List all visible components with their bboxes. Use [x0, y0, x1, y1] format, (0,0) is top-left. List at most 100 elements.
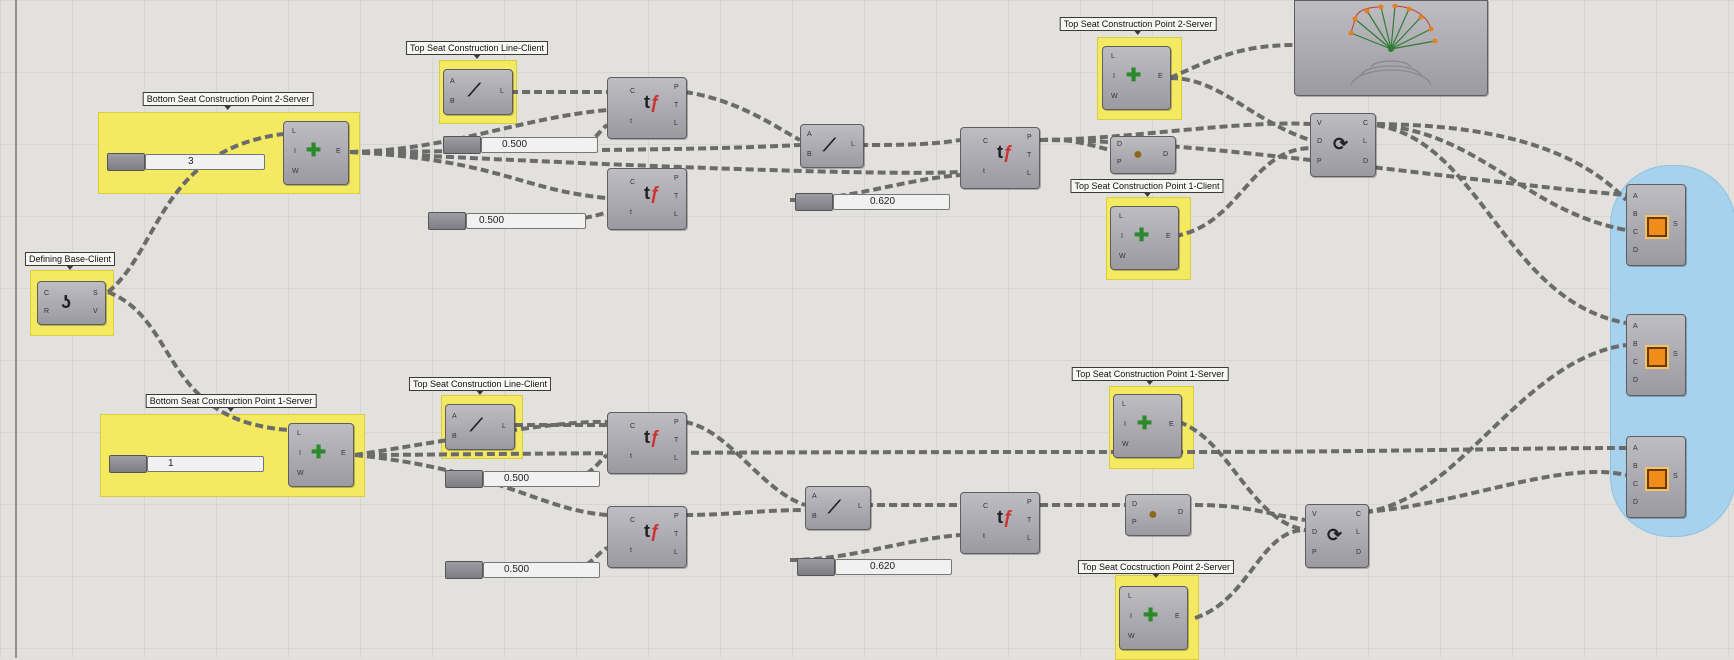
label-top-seat-p1-client: Top Seat Construction Point 1-Client [1070, 179, 1224, 197]
slider-value: 3 [188, 156, 194, 167]
pin-V: V [1317, 120, 1322, 127]
slider-t2[interactable]: 0.500 [428, 212, 586, 230]
server-component-top-p2-bottom[interactable]: L I W E ✚ [1119, 586, 1188, 650]
pin-I: I [299, 450, 301, 457]
slider-track[interactable]: 1 [147, 456, 264, 472]
slider-t6[interactable]: 0.620 [797, 558, 952, 576]
slider-handle[interactable] [795, 193, 833, 211]
eval-curve-1[interactable]: C t P T L tƒ [607, 77, 687, 139]
hemisphere-component-top[interactable]: D P D ● [1110, 136, 1176, 174]
slider-value: 0.620 [870, 196, 896, 207]
pin-E: E [1158, 73, 1163, 80]
slider-track[interactable]: 0.620 [835, 559, 952, 575]
pin-P: P [674, 175, 679, 182]
slider-handle[interactable] [443, 136, 481, 154]
sender-icon: ✚ [311, 442, 327, 462]
slider-handle[interactable] [428, 212, 466, 230]
slider-t3[interactable]: 0.620 [795, 193, 950, 211]
pin-B: B [452, 433, 457, 440]
evaluate-curve-icon: tƒ [997, 507, 1014, 527]
pin-D: D [1633, 499, 1639, 506]
slider-handle[interactable] [107, 153, 145, 171]
pin-C: C [630, 179, 636, 186]
pin-L: L [674, 549, 678, 556]
slider-count-top[interactable]: 3 [107, 153, 265, 171]
pin-L: L [1356, 529, 1360, 536]
slider-t5[interactable]: 0.500 [445, 561, 600, 579]
pin-P: P [1027, 499, 1032, 506]
slider-value: 0.620 [870, 561, 896, 572]
pin-W: W [292, 168, 299, 175]
line-component-mid-bottom[interactable]: A B L ⟋ [805, 486, 871, 530]
line-icon: ⟋ [468, 80, 481, 100]
eval-curve-6[interactable]: C t P T L tƒ [960, 492, 1040, 554]
defining-base-component[interactable]: C R S V ʖ [37, 281, 106, 325]
server-component-top-p1[interactable]: L I W E ✚ [1113, 394, 1182, 458]
pin-D: D [1356, 549, 1362, 556]
slider-handle[interactable] [445, 470, 483, 488]
pin-L: L [502, 423, 506, 430]
pin-L: L [1122, 401, 1126, 408]
evaluate-curve-icon: tƒ [644, 92, 661, 112]
pin-S: S [1673, 351, 1678, 358]
slider-handle[interactable] [445, 561, 483, 579]
pin-R: R [44, 308, 50, 315]
pin-L: L [1128, 593, 1132, 600]
preview-panel[interactable] [1294, 0, 1488, 96]
sender-icon: ✚ [1143, 605, 1159, 625]
pin-I: I [1121, 233, 1123, 240]
slider-track[interactable]: 3 [145, 154, 265, 170]
pin-I: I [1130, 613, 1132, 620]
eval-curve-4[interactable]: C t P T L tƒ [607, 412, 687, 474]
evaluate-curve-icon: tƒ [644, 183, 661, 203]
eval-curve-2[interactable]: C t P T L tƒ [607, 168, 687, 230]
pin-C: C [630, 517, 636, 524]
swatch-icon [1647, 347, 1667, 367]
pin-S: S [93, 290, 98, 297]
slider-count-bottom[interactable]: 1 [109, 455, 264, 473]
label-top-line-top: Top Seat Construction Line-Client [405, 41, 549, 59]
pin-B: B [812, 513, 817, 520]
pin-D: D [1633, 247, 1639, 254]
pin-D: D [1312, 529, 1318, 536]
slider-track[interactable]: 0.620 [833, 194, 950, 210]
slider-track[interactable]: 0.500 [466, 213, 586, 229]
rotate-component-bottom[interactable]: V D P C L D ⟳ [1305, 504, 1369, 568]
client-component-top-p1[interactable]: L I W E ✚ [1110, 206, 1179, 270]
line-component-top[interactable]: A B L ⟋ [443, 69, 513, 115]
slider-track[interactable]: 0.500 [481, 137, 598, 153]
slider-track[interactable]: 0.500 [483, 562, 600, 578]
server-component-bottom-p1[interactable]: L I W E ✚ [288, 423, 354, 487]
server-component-bottom-p2[interactable]: L I W E ✚ [283, 121, 349, 185]
pin-V: V [1312, 511, 1317, 518]
slider-handle[interactable] [109, 455, 147, 473]
line-icon: ⟋ [828, 497, 841, 517]
line-component-mid-top[interactable]: A B L ⟋ [800, 124, 864, 168]
eval-curve-5[interactable]: C t P T L tƒ [607, 506, 687, 568]
pin-L: L [500, 88, 504, 95]
line-component-bottom[interactable]: A B L ⟋ [445, 404, 515, 450]
pin-D: D [1132, 501, 1138, 508]
eval-curve-3[interactable]: C t P T L tƒ [960, 127, 1040, 189]
slider-value: 0.500 [504, 564, 530, 575]
slider-track[interactable]: 0.500 [483, 471, 600, 487]
hemisphere-component-bottom[interactable]: D P D ● [1125, 494, 1191, 536]
pin-C: C [983, 503, 989, 510]
swatch-component-1[interactable]: A B C D S [1626, 184, 1686, 266]
pin-P: P [1027, 134, 1032, 141]
pin-W: W [1119, 253, 1126, 260]
pin-B: B [807, 151, 812, 158]
swatch-component-3[interactable]: A B C D S [1626, 436, 1686, 518]
rotate-component-top[interactable]: V D P C L D ⟳ [1310, 113, 1376, 177]
server-component-top-p2[interactable]: L I W E ✚ [1102, 46, 1171, 110]
slider-t1[interactable]: 0.500 [443, 136, 598, 154]
slider-t4[interactable]: 0.500 [445, 470, 600, 488]
pin-A: A [452, 413, 457, 420]
pin-S: S [1673, 473, 1678, 480]
slider-handle[interactable] [797, 558, 835, 576]
pin-L: L [674, 455, 678, 462]
pin-t: t [630, 209, 632, 216]
pin-W: W [1111, 93, 1118, 100]
swatch-component-2[interactable]: A B C D S [1626, 314, 1686, 396]
